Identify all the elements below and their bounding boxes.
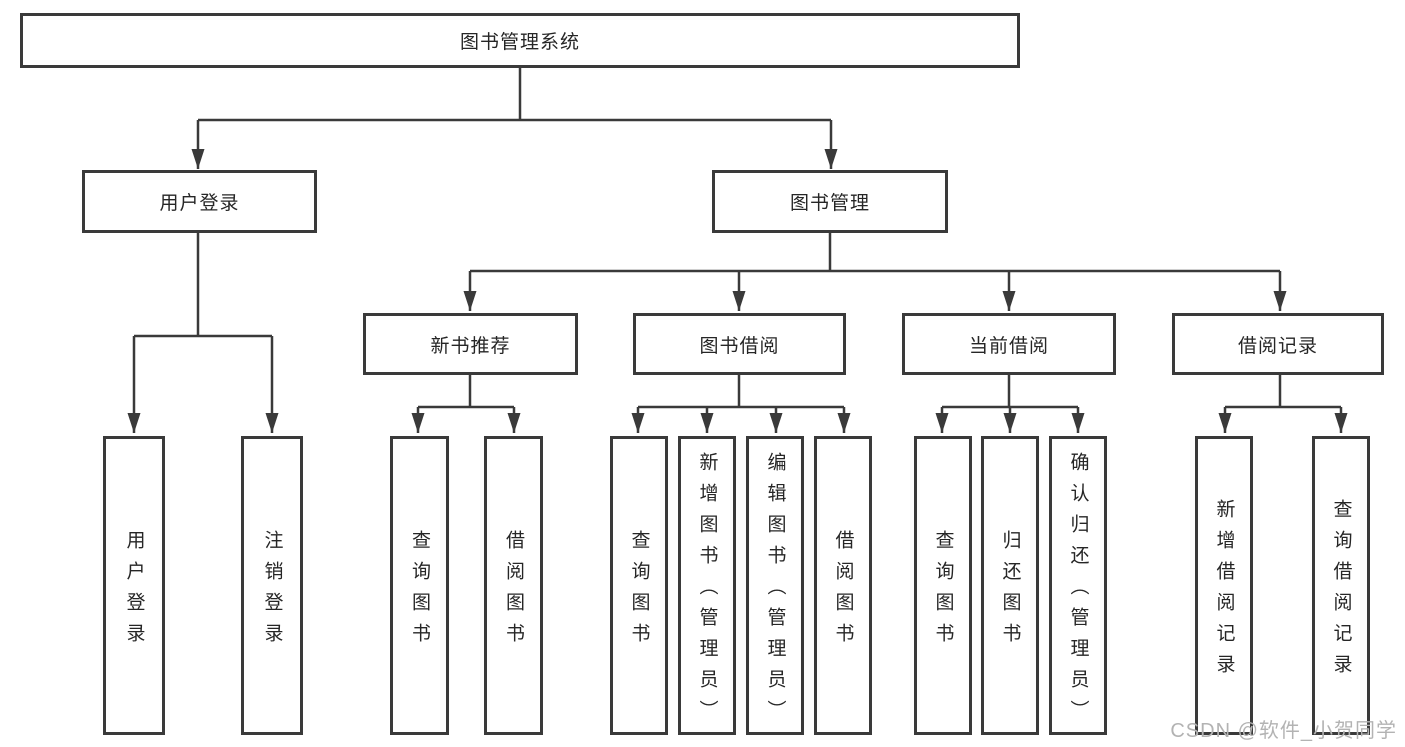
leaf-query-books-recommend: 查询图书 — [390, 436, 449, 735]
leaf-query-borrow-record-label: 查询借阅记录 — [1330, 498, 1352, 685]
leaf-query-borrow-record: 查询借阅记录 — [1312, 436, 1370, 735]
node-book-management-system: 图书管理系统 — [20, 13, 1020, 68]
node-book-management: 图书管理 — [712, 170, 948, 233]
node-user-login: 用户登录 — [82, 170, 317, 233]
leaf-confirm-return-admin: 确认归还（管理员） — [1049, 436, 1107, 735]
leaf-query-books-borrowing: 查询图书 — [610, 436, 668, 735]
csdn-watermark: CSDN @软件_小贺同学 — [1170, 720, 1397, 742]
leaf-borrow-books-borrowing-label: 借阅图书 — [832, 529, 854, 654]
leaf-return-books: 归还图书 — [981, 436, 1039, 735]
leaf-query-books-recommend-label: 查询图书 — [409, 529, 430, 654]
leaf-borrow-books-borrowing: 借阅图书 — [814, 436, 872, 735]
leaf-borrow-books-recommend: 借阅图书 — [484, 436, 543, 735]
leaf-query-books-borrowing-label: 查询图书 — [628, 529, 650, 654]
leaf-add-borrow-record-label: 新增借阅记录 — [1213, 498, 1235, 685]
leaf-add-borrow-record: 新增借阅记录 — [1195, 436, 1253, 735]
leaf-add-books-admin-label: 新增图书（管理员） — [696, 452, 718, 731]
leaf-edit-books-admin: 编辑图书（管理员） — [746, 436, 804, 735]
leaf-user-login: 用户登录 — [103, 436, 165, 735]
leaf-edit-books-admin-label: 编辑图书（管理员） — [764, 452, 786, 731]
leaf-return-books-label: 归还图书 — [999, 529, 1021, 654]
leaf-add-books-admin: 新增图书（管理员） — [678, 436, 736, 735]
node-book-borrowing: 图书借阅 — [633, 313, 846, 375]
leaf-user-login-label: 用户登录 — [123, 529, 145, 654]
node-current-borrowing: 当前借阅 — [902, 313, 1116, 375]
leaf-confirm-return-admin-label: 确认归还（管理员） — [1067, 452, 1089, 731]
node-borrowing-records: 借阅记录 — [1172, 313, 1384, 375]
leaf-borrow-books-recommend-label: 借阅图书 — [503, 529, 524, 654]
leaf-logout-label: 注销登录 — [261, 529, 283, 654]
leaf-logout: 注销登录 — [241, 436, 303, 735]
node-new-book-recommend: 新书推荐 — [363, 313, 578, 375]
leaf-query-books-current: 查询图书 — [914, 436, 972, 735]
leaf-query-books-current-label: 查询图书 — [932, 529, 954, 654]
